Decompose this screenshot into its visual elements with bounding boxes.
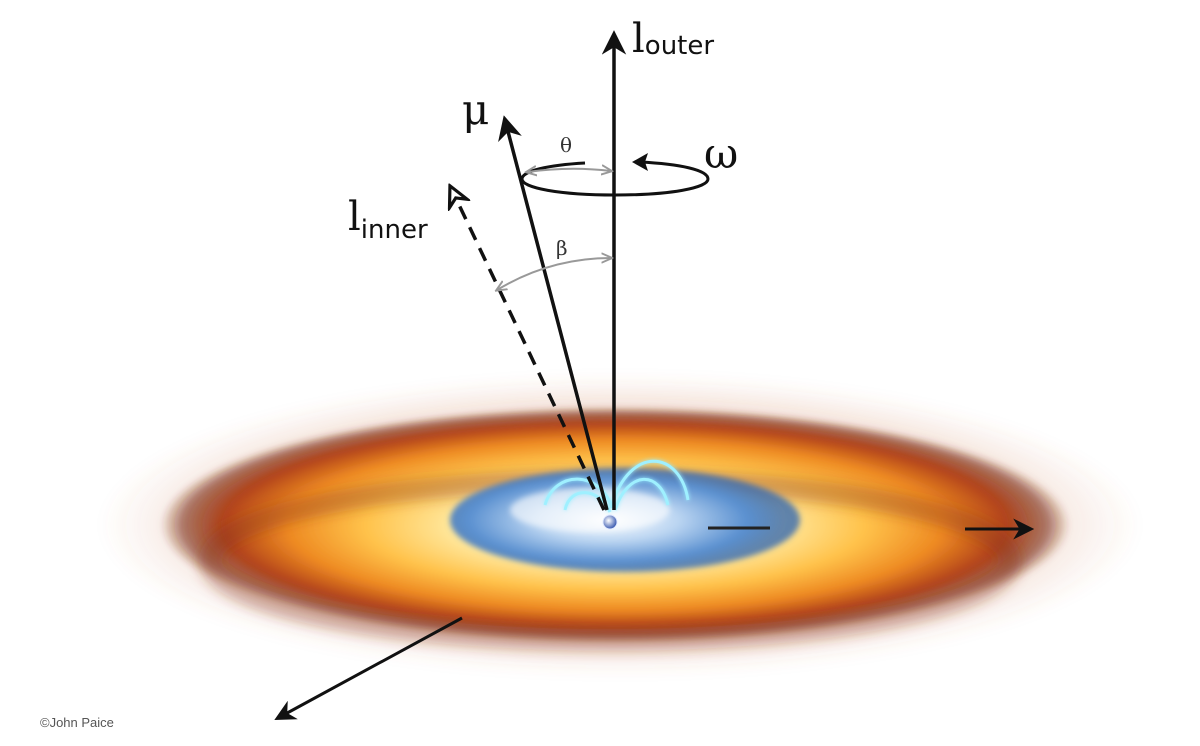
l-inner-subscript: inner (361, 215, 428, 245)
mu-label: μ (462, 85, 489, 134)
theta-arc (527, 169, 611, 172)
l-inner-arrow (451, 188, 606, 511)
neutron-star (602, 514, 618, 530)
l-inner-label: linner (348, 194, 428, 245)
mu-arrow (498, 115, 609, 511)
precession-arrowhead (632, 153, 648, 171)
inner-disk-highlight (510, 488, 670, 532)
theta-label: θ (560, 133, 572, 157)
accretion-disk (100, 375, 1140, 675)
disk-rotation-arrow-left (274, 616, 463, 721)
credit-text: ©John Paice (40, 715, 114, 730)
field-loop (610, 459, 690, 506)
beta-arc (497, 258, 611, 290)
beta-label: β (556, 236, 568, 260)
field-loop (613, 477, 670, 511)
field-loop (543, 477, 614, 509)
omega-label: ω (704, 129, 738, 178)
l-outer-subscript: outer (645, 31, 715, 61)
l-outer-label: louter (632, 16, 714, 62)
